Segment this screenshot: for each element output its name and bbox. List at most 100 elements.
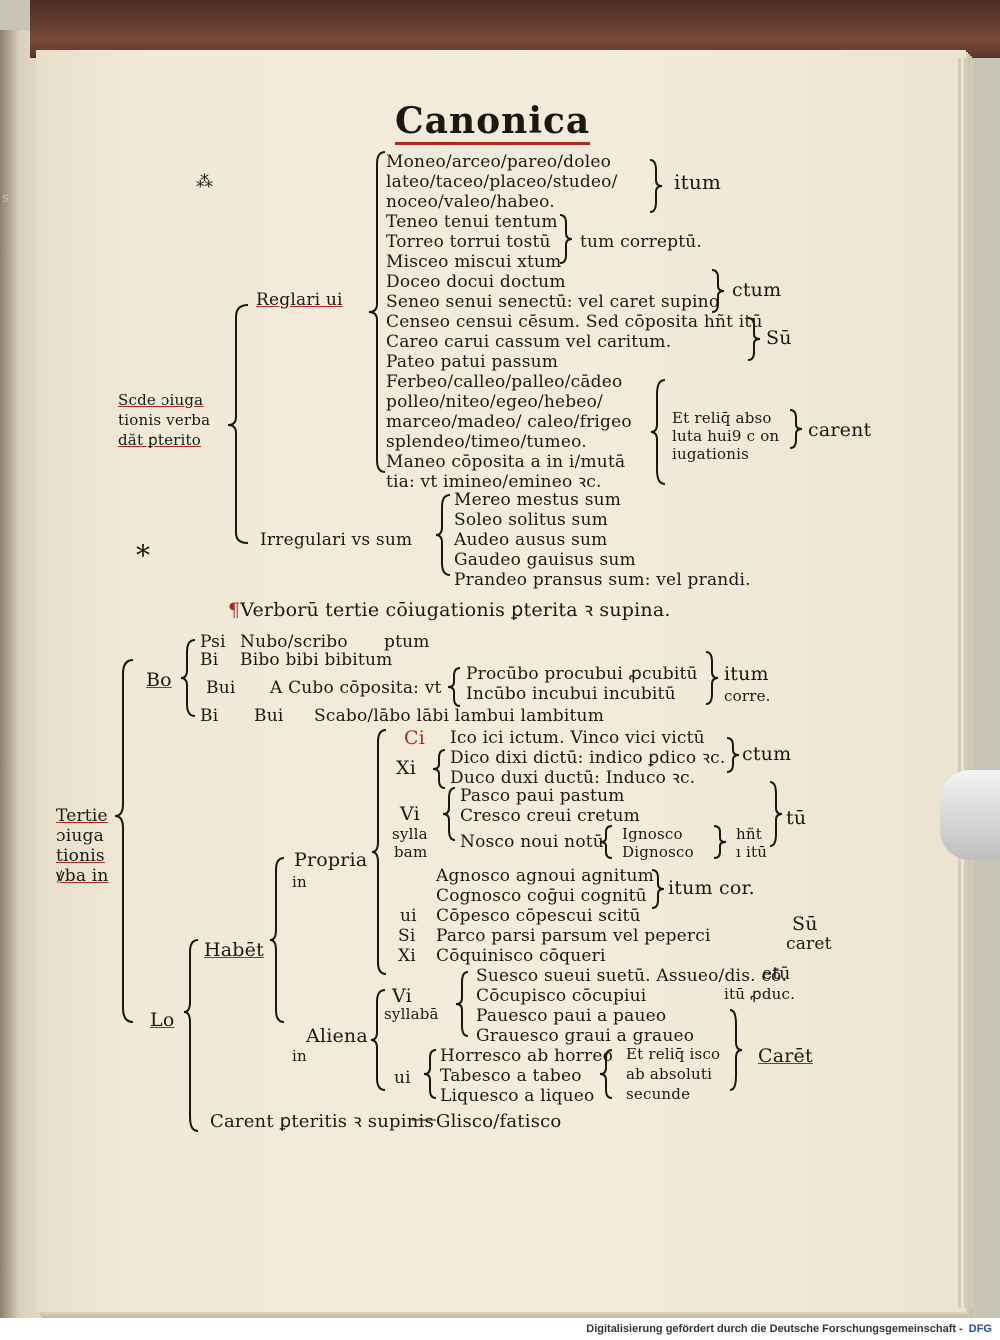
suffix-label: corre. [724, 687, 771, 705]
irregular-label: Irregulari vs sum [260, 530, 413, 550]
page-edge [958, 58, 961, 1308]
suffix-label: ui [394, 1068, 411, 1088]
text-line: Teneo tenui tentum [386, 212, 558, 232]
text-line: Duco duxi ductū: Induco ꝛc. [450, 768, 696, 788]
text-line: Mereo mestus sum [454, 490, 622, 510]
text-line: Nubo/scribo [240, 632, 348, 652]
text-line: Liquesco a liqueo [440, 1086, 595, 1106]
page-edge [964, 58, 967, 1308]
suffix-label: Carēt [758, 1045, 813, 1067]
suffix-label: caret [786, 934, 832, 954]
text-line: Audeo ausus sum [454, 530, 608, 550]
bo-label: Bo [146, 669, 172, 691]
text-line: A Cubo cōposita: vt [270, 678, 442, 698]
text-line: Torreo torrui tostū [386, 232, 551, 252]
text-line: Ico ici ictum. Vinco vici victū [450, 728, 705, 748]
aliena-label: in [292, 1047, 307, 1065]
suffix-label: bam [394, 843, 428, 861]
text-line: Careo carui cassum vel caritum. [386, 332, 672, 352]
text-line: lateo/taceo/placeo/studeo/ [386, 172, 618, 192]
note-line: Et reliq̄ abso [672, 409, 772, 427]
suffix-label: Ci [404, 727, 426, 749]
suffix-label: itum [674, 170, 722, 194]
left-label-line: Tertie [56, 806, 108, 826]
text-line: Doceo docui doctum [386, 272, 566, 292]
asterisk-mark: * [136, 539, 151, 572]
suffix-label: tū [786, 807, 807, 829]
suffix-label: sylla [392, 825, 428, 843]
page-title: Canonica [395, 100, 591, 145]
text-line: Suesco sueui suetū. Assueo/dis. cō. [476, 966, 788, 986]
suffix-label: Bui [206, 678, 236, 698]
text-line: Glisco/fatisco [436, 1111, 562, 1132]
left-label-line: dăt ꝑterito [118, 431, 201, 449]
suffix-label: Bui [254, 706, 284, 726]
propria-label: Propria [294, 849, 368, 871]
text-line: Prandeo pransus sum: vel prandi. [454, 570, 751, 590]
text-line: Ferbeo/calleo/palleo/cādeo [386, 372, 623, 392]
suffix-label: syllabā [384, 1005, 439, 1023]
suffix-label: ı itū [736, 843, 768, 861]
suffix-label: ctum [732, 279, 782, 301]
suffix-label: hñt [736, 825, 762, 843]
text-line: Pateo patui passum [386, 352, 559, 372]
text-line: Maneo cōposita a in i/mutā [386, 452, 626, 472]
suffix-label: Xi [398, 946, 416, 966]
propria-label: in [292, 873, 307, 891]
note-line: Et reliq̄ isco [626, 1045, 721, 1063]
suffix-label: itum cor. [668, 877, 755, 899]
page-edge [970, 58, 973, 1308]
text-line: Censeo censui cēsum. Sed cōposita hñt it… [386, 312, 763, 332]
note-line: iugationis [672, 445, 750, 463]
regular-label: Reglari ui [256, 290, 343, 310]
left-label-line: ꝟba in [56, 866, 109, 886]
suffix-label: ptum [384, 632, 430, 652]
note-line: luta hui9 c on [672, 427, 780, 445]
suffix-label: Vi [392, 985, 412, 1007]
text-line: Incūbo incubui incubitū [466, 684, 676, 704]
text-line: Tabesco a tabeo [440, 1066, 582, 1086]
text-line: Nosco noui notū [460, 832, 604, 852]
dfg-logo: DFG [968, 1323, 992, 1335]
suffix-label: Psi [200, 632, 226, 652]
text-line: Pauesco paui a paueo [476, 1006, 667, 1026]
text-line: marceo/madeo/ caleo/frigeo [386, 412, 632, 432]
text-line: Bibo bibi bibitum [240, 650, 393, 670]
section-heading: ¶Verborū tertie cōiugationis ꝑterita ꝛ s… [228, 599, 671, 621]
suffix-label: Xi [396, 757, 417, 779]
text-line: Moneo/arceo/pareo/doleo [386, 152, 612, 172]
suffix-label: Bi [200, 650, 219, 670]
text-line: Cresco creui cretum [460, 806, 640, 826]
aliena-label: Aliena [306, 1025, 368, 1047]
left-label-line: Scde ɔiuga [118, 391, 204, 409]
suffix-label: ctum [742, 743, 792, 765]
suffix-label: Bi [200, 706, 219, 726]
suffix-label: itum [724, 663, 769, 685]
suffix-label: etū [762, 964, 791, 984]
text-line: Grauesco graui a graueo [476, 1026, 695, 1046]
text-line: Pasco paui pastum [460, 786, 625, 806]
text-line: Soleo solitus sum [454, 510, 608, 530]
text-line: Ignosco [622, 825, 683, 843]
suffix-label: Vi [400, 803, 420, 825]
habent-label: Habēt [204, 939, 264, 961]
left-label-line: ɔiuga [56, 826, 104, 846]
text-line: noceo/valeo/habeo. [386, 192, 555, 212]
text-line: Cognosco coḡui cognitū [436, 886, 647, 906]
suffix-label: Sū [792, 913, 818, 935]
carent-line: Carent ꝑteritis ꝛ supinis [210, 1111, 434, 1132]
text-line: Gaudeo gauisus sum [454, 550, 636, 570]
page-clip [940, 770, 1000, 860]
suffix-label: Sū [766, 327, 792, 349]
text-line: polleo/niteo/egeo/hebeo/ [386, 392, 603, 412]
text-line: Dico dixi dictū: indico ꝑdico ꝛc. [450, 748, 726, 768]
facing-page-text: s [2, 190, 10, 206]
suffix-label: itū ꝓduc. [724, 985, 796, 1003]
suffix-label: ui [400, 906, 417, 926]
lo-label: Lo [150, 1009, 175, 1031]
text-line: Parco parsi parsum vel peperci [436, 926, 711, 946]
text-line: Cōpesco cōpescui scitū [436, 906, 641, 926]
text-line: Procūbo procubui ꝓcubitū [466, 664, 698, 684]
left-label-line: tionis [56, 846, 105, 866]
text-line: Cōcupisco cōcupiui [476, 986, 647, 1006]
